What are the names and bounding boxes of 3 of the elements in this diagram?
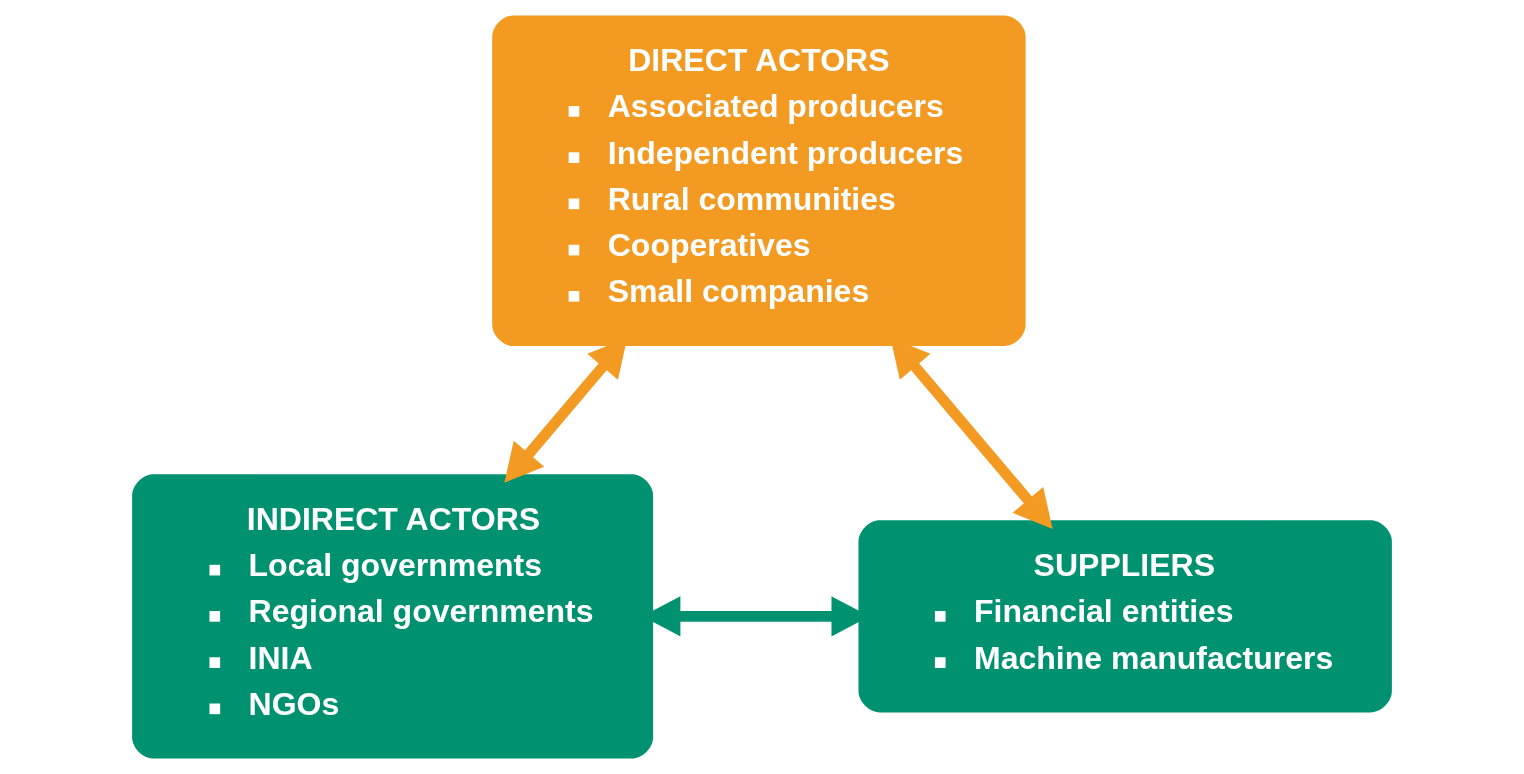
node-box: INDIRECT ACTORS Local governments Regional governments INIA NGOs: [132, 474, 654, 759]
node-box: DIRECT ACTORS Associated producers Independent producers Rural communities Cooperatives Small companies: [492, 15, 1026, 347]
node-box: SUPPLIERS Financial entities Machine manufacturers: [858, 520, 1392, 713]
